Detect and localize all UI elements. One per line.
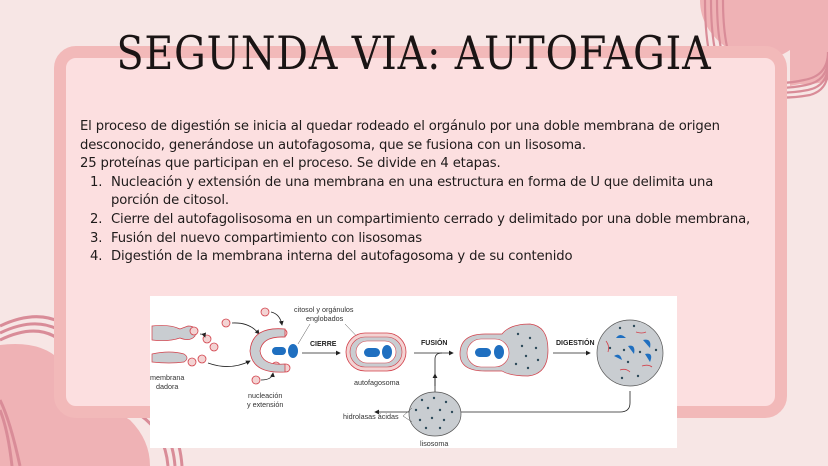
label-donor-membrane-2: dadora: [156, 382, 178, 391]
step-number: 4.: [90, 249, 103, 265]
step-text: Cierre del autofagolisosoma en un compar…: [111, 211, 751, 227]
label-lysosome: lisosoma: [420, 439, 448, 448]
step-item: 4. Digestión de la membrana interna del …: [80, 248, 760, 267]
phagophore: [249, 328, 286, 373]
donor-membrane: [151, 325, 197, 364]
step-item: 2. Cierre del autofagolisosoma en un com…: [80, 211, 760, 230]
label-acid-hydrolases: hidrolasas ácidas: [343, 412, 399, 421]
step-number: 2.: [90, 211, 103, 227]
label-nucleation: nucleación: [248, 391, 282, 400]
label-cytosol: citosol y orgánulos: [294, 305, 354, 314]
slide-body: El proceso de digestión se inicia al que…: [80, 118, 760, 267]
step-item: 3. Fusión del nuevo compartimiento con l…: [80, 230, 760, 249]
proteins-paragraph: 25 proteínas que participan en el proces…: [80, 156, 501, 172]
steps-list: 1. Nucleación y extensión de una membran…: [80, 174, 760, 267]
vesicles: [187, 307, 291, 385]
step-number: 3.: [90, 230, 103, 246]
label-cytosol-2: englobados: [306, 314, 344, 323]
label-closure: CIERRE: [310, 341, 337, 348]
step-number: 1.: [90, 174, 103, 190]
label-fusion: FUSIÓN: [421, 338, 447, 347]
autophagy-diagram: membrana dadora nucleación y extensión c…: [150, 296, 677, 448]
step-item: 1. Nucleación y extensión de una membran…: [80, 174, 760, 211]
step-text: Nucleación y extensión de una membrana e…: [111, 174, 714, 209]
label-autophagosome: autofagosoma: [354, 378, 400, 387]
title-area: SEGUNDA VIA: AUTOFAGIA: [0, 0, 828, 110]
step-text: Fusión del nuevo compartimiento con liso…: [111, 230, 423, 246]
label-donor-membrane: membrana: [150, 373, 184, 382]
intro-paragraph: El proceso de digestión se inicia al que…: [80, 119, 720, 153]
step-text: Digestión de la membrana interna del aut…: [111, 249, 573, 265]
slide-title: SEGUNDA VIA: AUTOFAGIA: [116, 26, 712, 80]
label-nucleation-2: y extensión: [247, 400, 283, 409]
label-digestion: DIGESTIÓN: [556, 338, 595, 347]
